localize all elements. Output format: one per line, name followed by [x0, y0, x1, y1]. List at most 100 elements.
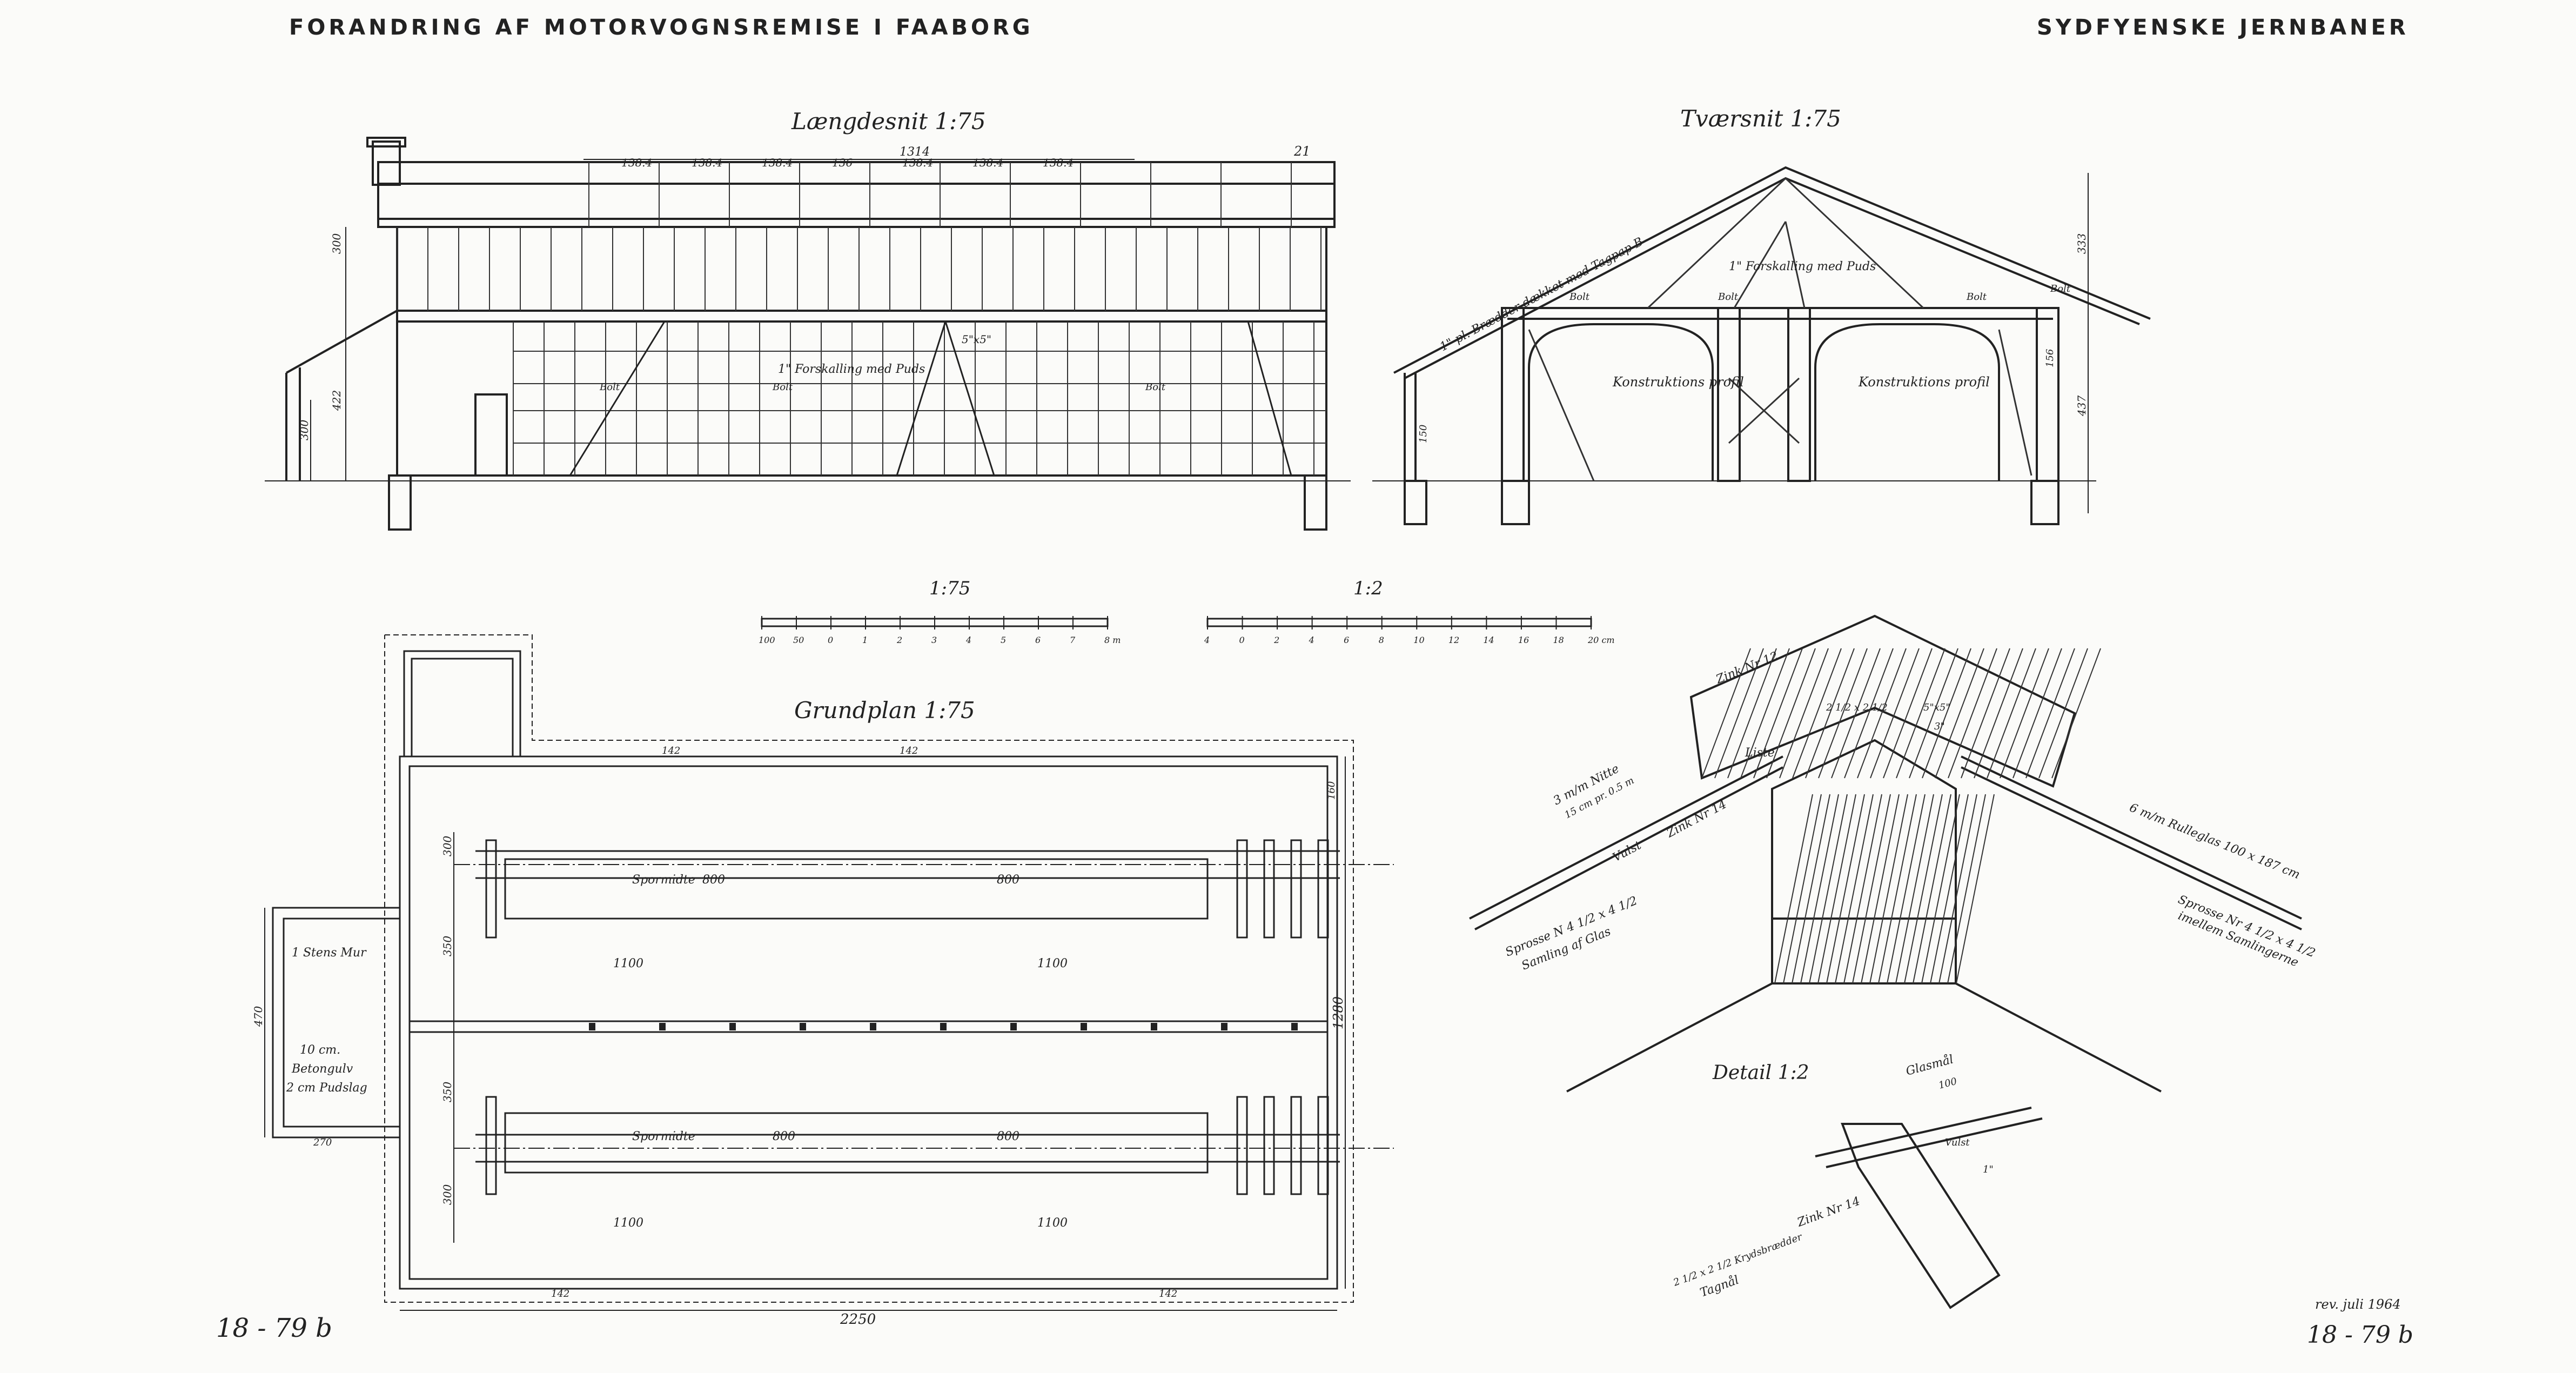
track-sleeper	[1236, 839, 1248, 939]
scale-tick-label: 0	[1239, 635, 1245, 645]
brace-mid-b	[896, 321, 947, 476]
hatch-line	[1930, 794, 1969, 984]
hatch-line	[1831, 648, 1881, 779]
hatch-line	[1809, 794, 1848, 984]
window-dim-3: 142	[551, 1288, 569, 1300]
width-dim-d: 300	[441, 1184, 454, 1205]
scale-tick-label: 7	[1070, 635, 1076, 645]
scale-b-label: 1:2	[1353, 578, 1383, 599]
hatch-line	[1956, 794, 1995, 984]
hatch-line	[2051, 648, 2101, 779]
hatch-line	[1935, 648, 1984, 779]
hatch-line	[2025, 648, 2075, 779]
hatch-line	[1826, 794, 1865, 984]
hatch-line	[1878, 794, 1917, 984]
ground-plan-title: Grundplan 1:75	[794, 697, 975, 724]
side-dim: 470	[252, 1006, 265, 1027]
glasmal-dim: 100	[1937, 1076, 1958, 1091]
hatch-line	[1887, 794, 1926, 984]
window-dim-4: 142	[1159, 1288, 1177, 1300]
bay-dim-4: 136	[832, 156, 853, 169]
track-sleeper	[1317, 839, 1329, 939]
clearance-profile-left	[1528, 323, 1714, 481]
width-dim-c: 350	[441, 1082, 454, 1102]
hatch-line	[1948, 648, 1997, 779]
annex-door	[474, 393, 508, 477]
hatch-line	[1857, 648, 1907, 779]
hatch-line	[1987, 648, 2036, 779]
longitudinal-section-title: Længdesnit 1:75	[791, 108, 986, 135]
inspection-pit-1	[504, 858, 1209, 920]
track-sleeper	[1290, 1096, 1302, 1195]
sheet-number-right: 18 - 79 b	[2307, 1321, 2413, 1349]
track-label-1: Spormidte	[632, 873, 695, 887]
track-sleeper	[1236, 1096, 1248, 1195]
scale-tick-label: 6	[1344, 635, 1349, 645]
hatch-line	[1921, 794, 1960, 984]
floor-label-3: 2 cm Pudslag	[286, 1081, 367, 1095]
scale-tick-label: 18	[1553, 635, 1564, 645]
clearance-profile-right	[1814, 323, 2000, 481]
scale-tick-label: 16	[1518, 635, 1529, 645]
run-dim-2b: 1100	[1037, 1216, 1068, 1230]
detail-dim-2: 2 1/2 x 2 1/2	[1826, 702, 1888, 713]
hatch-line	[1947, 794, 1986, 984]
pit-dim-1: 800	[702, 873, 725, 887]
hatch-line	[1913, 794, 1951, 984]
cross-sheathing-note: 1" Forskalling med Puds	[1729, 260, 1876, 273]
pit-dim-2: 800	[773, 1130, 795, 1143]
scale-tick-label: 1	[862, 635, 868, 645]
post-marker	[1010, 1023, 1017, 1030]
bolt-label-3: Bolt	[599, 381, 620, 393]
zinc-12-label: Zink Nr 12	[1714, 649, 1780, 687]
hatch-line	[1753, 648, 1803, 779]
cross-bolt-1: Bolt	[1569, 291, 1590, 303]
floor-label-1: 10 cm.	[300, 1043, 340, 1057]
hatch-line	[1800, 794, 1839, 984]
hatch-line	[1904, 794, 1943, 984]
hatch-line	[1883, 648, 1933, 779]
scale-tick-label: 10	[1413, 635, 1424, 645]
drawing-title: FORANDRING AF MOTORVOGNSREMISE I FAABORG	[289, 15, 1034, 40]
height-dim-2: 422	[330, 390, 343, 411]
scale-tick-label: 3	[931, 635, 937, 645]
hatch-line	[1909, 648, 1958, 779]
hatch-line	[1714, 648, 1764, 779]
revision-note: rev. juli 1964	[2315, 1297, 2401, 1312]
ridge-cap	[1689, 614, 2076, 788]
hatch-line	[1869, 794, 1908, 984]
cross-bolt-4: Bolt	[2050, 283, 2071, 294]
hatch-line	[1818, 648, 1868, 779]
hatch-line	[1740, 648, 1790, 779]
zink-bottom-label: Zink Nr 14	[1795, 1195, 1862, 1230]
pit-dim-2b: 800	[997, 1130, 1019, 1143]
ref-mark: 21	[1293, 144, 1311, 159]
overall-length: 2250	[840, 1311, 876, 1328]
run-dim-1: 1100	[613, 957, 643, 970]
hatch-line	[1727, 648, 1777, 779]
bolt-label-2: Bolt	[1145, 381, 1166, 393]
post-marker	[940, 1023, 947, 1030]
cross-dim-3: 150	[1418, 425, 1429, 443]
scale-tick-label: 20 cm	[1587, 635, 1615, 645]
post-marker	[1291, 1023, 1298, 1030]
zinc-14-label: Zink Nr 14	[1664, 798, 1729, 841]
scale-tick-label: 4	[1204, 635, 1210, 645]
width-dim-a: 300	[441, 836, 454, 856]
brace-left	[569, 321, 666, 476]
bay-dim-6: 138.4	[972, 156, 1003, 169]
scale-tick-label: 8	[1379, 635, 1384, 645]
hatch-line	[1805, 648, 1855, 779]
scale-tick-label: 50	[793, 635, 804, 645]
scale-tick-label: 2	[1273, 635, 1279, 645]
hatch-line	[1783, 794, 1822, 984]
post-marker	[659, 1023, 666, 1030]
hatch-line	[1861, 794, 1900, 984]
scale-tick-label: 4	[965, 635, 971, 645]
run-dim-1b: 1100	[1037, 957, 1068, 970]
scale-tick-label: 5	[1001, 635, 1006, 645]
post-marker	[870, 1023, 876, 1030]
post-marker	[729, 1023, 736, 1030]
